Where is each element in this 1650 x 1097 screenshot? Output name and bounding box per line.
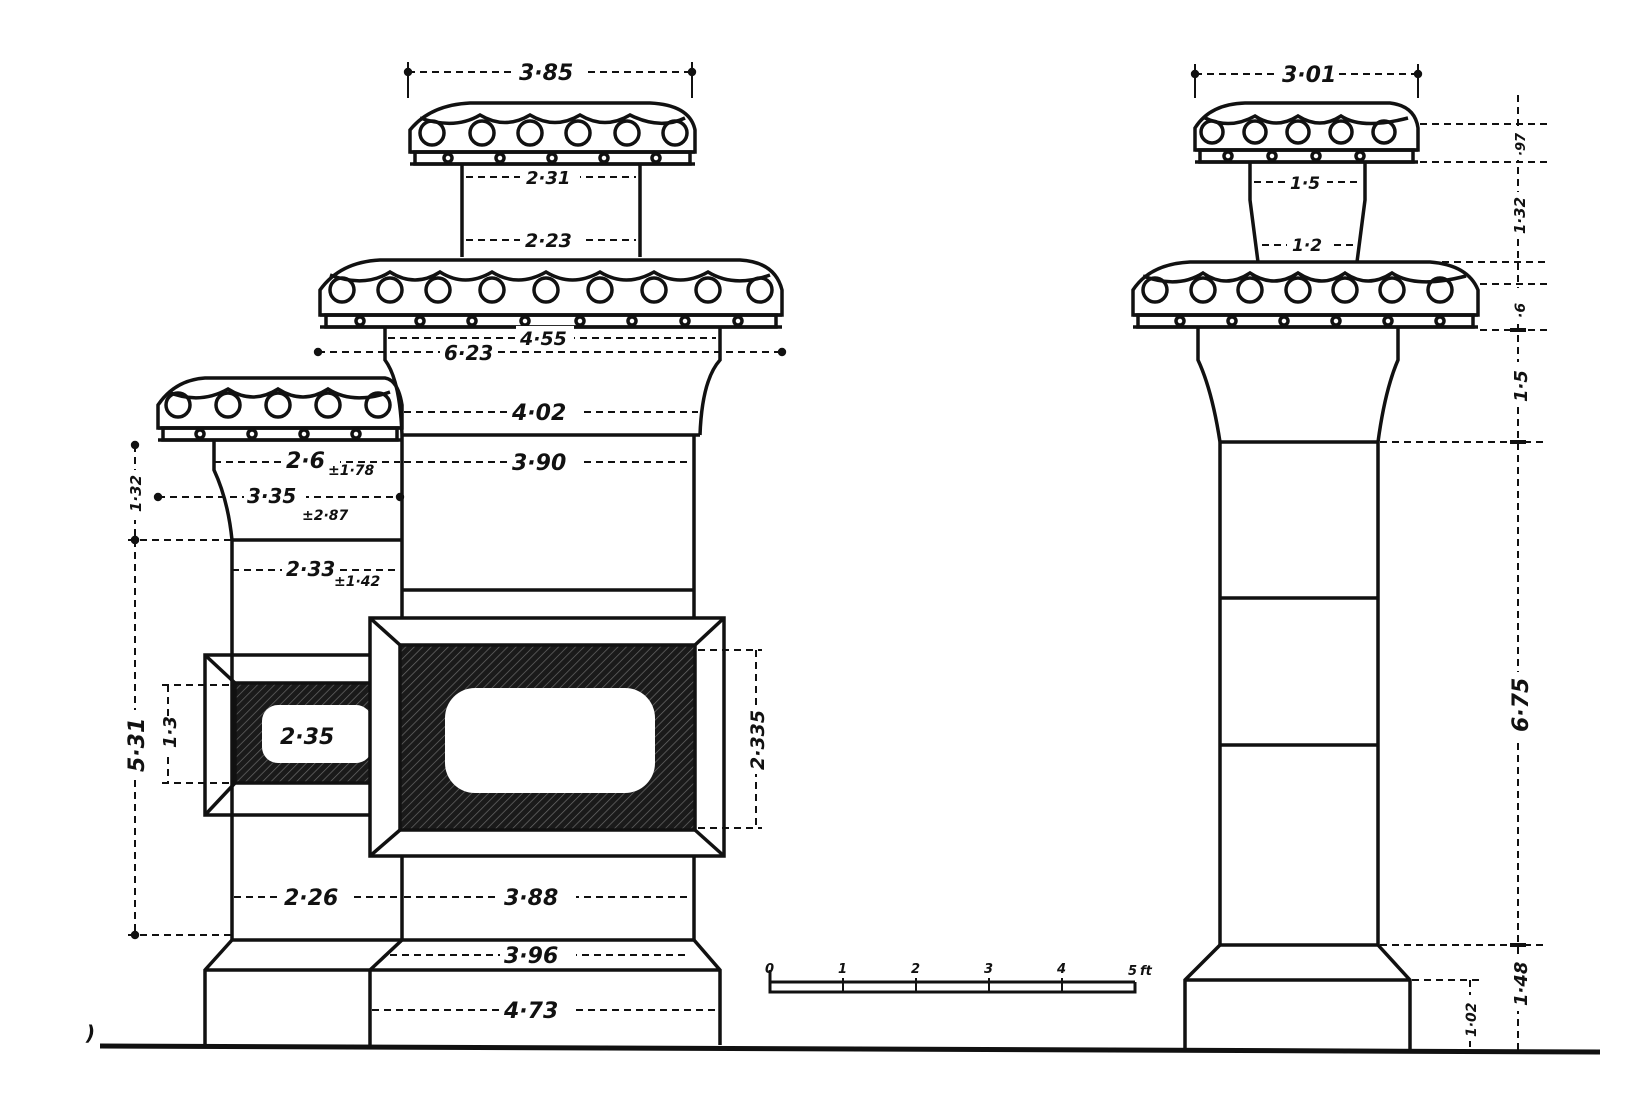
scale-bar: 0 1 2 3 4 5 ft: [765, 962, 1153, 994]
left-elevation: [156, 101, 784, 1045]
dim-right-lower-capital-height: ·6: [1513, 303, 1529, 318]
right-shaft: [1218, 442, 1380, 945]
scale-tick-5: 5: [1128, 964, 1137, 979]
left-dimension-lines: [128, 62, 787, 1011]
dim-left-lower-shaft-height: 5·31: [125, 718, 150, 772]
ground-mark: ): [85, 1021, 95, 1045]
scale-unit: ft: [1140, 964, 1153, 979]
dim-left-lower-flare-sub: ±2·87: [302, 508, 349, 524]
dim-left-lower-shaft-bottom: 2·26: [284, 886, 338, 911]
dim-left-middle-shaft-bottom: 3·88: [504, 886, 558, 911]
left-base: [203, 938, 722, 1045]
scale-tick-3: 3: [984, 962, 993, 977]
right-dimension-lines: [1190, 64, 1548, 1050]
left-top-capital: [408, 101, 697, 166]
dim-left-lower-neck-upper-sub: ±1·78: [328, 463, 375, 479]
dim-left-lower-neck-upper: 2·6: [286, 449, 325, 474]
dim-right-neck-upper: 1·5: [1290, 174, 1320, 194]
left-lower-flare: [212, 440, 234, 541]
dim-left-base-width: 4·73: [503, 999, 558, 1024]
dim-right-plinth-height: 1·02: [1464, 1002, 1480, 1037]
left-lower-capital: [156, 376, 404, 442]
dim-left-top-neck-lower: 2·23: [525, 230, 572, 252]
dim-left-middle-flare-top: 4·02: [511, 401, 566, 426]
scale-tick-4: 4: [1056, 962, 1066, 977]
dim-left-middle-capital-width: 6·23: [444, 341, 493, 365]
left-dimension-labels: 3·85 2·31 2·23 6·23 4·55 4·02 3·90 2·6 ±…: [123, 58, 770, 1024]
dim-right-shaft-height: 6·75: [1509, 678, 1534, 732]
dim-left-lower-shaft-top-sub: ±1·42: [334, 574, 380, 590]
scale-tick-1: 1: [838, 962, 847, 977]
large-niche: [368, 616, 726, 858]
right-flare: [1196, 327, 1400, 443]
left-top-neck: [460, 164, 642, 257]
scale-tick-0: 0: [765, 962, 774, 977]
right-dimension-labels: 3·01 1·5 1·2 ·97 1·32 ·6 1·5 6·75 1·48 1…: [1278, 62, 1534, 1041]
right-lower-capital: [1131, 260, 1480, 329]
dim-left-base-top: 3·96: [504, 944, 558, 969]
right-plinth: [1183, 943, 1412, 1050]
right-neck: [1248, 162, 1367, 263]
dim-left-lower-capital-height: 1·32: [127, 475, 145, 512]
dim-left-top-neck-upper: 2·31: [526, 168, 570, 189]
dim-right-neck-lower: 1·2: [1292, 236, 1322, 256]
left-middle-capital: [318, 258, 784, 329]
dim-small-niche-height: 1·3: [160, 716, 181, 748]
dim-right-plinth-total-height: 1·48: [1511, 962, 1532, 1006]
dim-large-niche-height: 2·335: [747, 710, 769, 770]
dim-right-top-capital-width: 3·01: [1282, 63, 1336, 88]
dim-left-middle-shaft-top: 3·90: [512, 451, 566, 476]
dim-right-flare-height: 1·5: [1511, 370, 1532, 402]
right-dimension-ticks: [1510, 328, 1526, 947]
dim-left-middle-neck: 4·55: [519, 328, 567, 350]
scale-tick-2: 2: [911, 962, 920, 977]
dim-right-top-capital-height: ·97: [1514, 132, 1529, 156]
right-top-capital: [1193, 101, 1420, 164]
dim-left-lower-flare: 3·35: [247, 484, 296, 508]
dim-right-neck-height: 1·32: [1511, 197, 1529, 234]
dim-left-lower-shaft-top: 2·33: [286, 557, 335, 581]
dim-left-top-capital-width: 3·85: [519, 61, 573, 86]
ground-line: [99, 1043, 1601, 1055]
dim-small-niche-width: 2·35: [280, 725, 334, 750]
